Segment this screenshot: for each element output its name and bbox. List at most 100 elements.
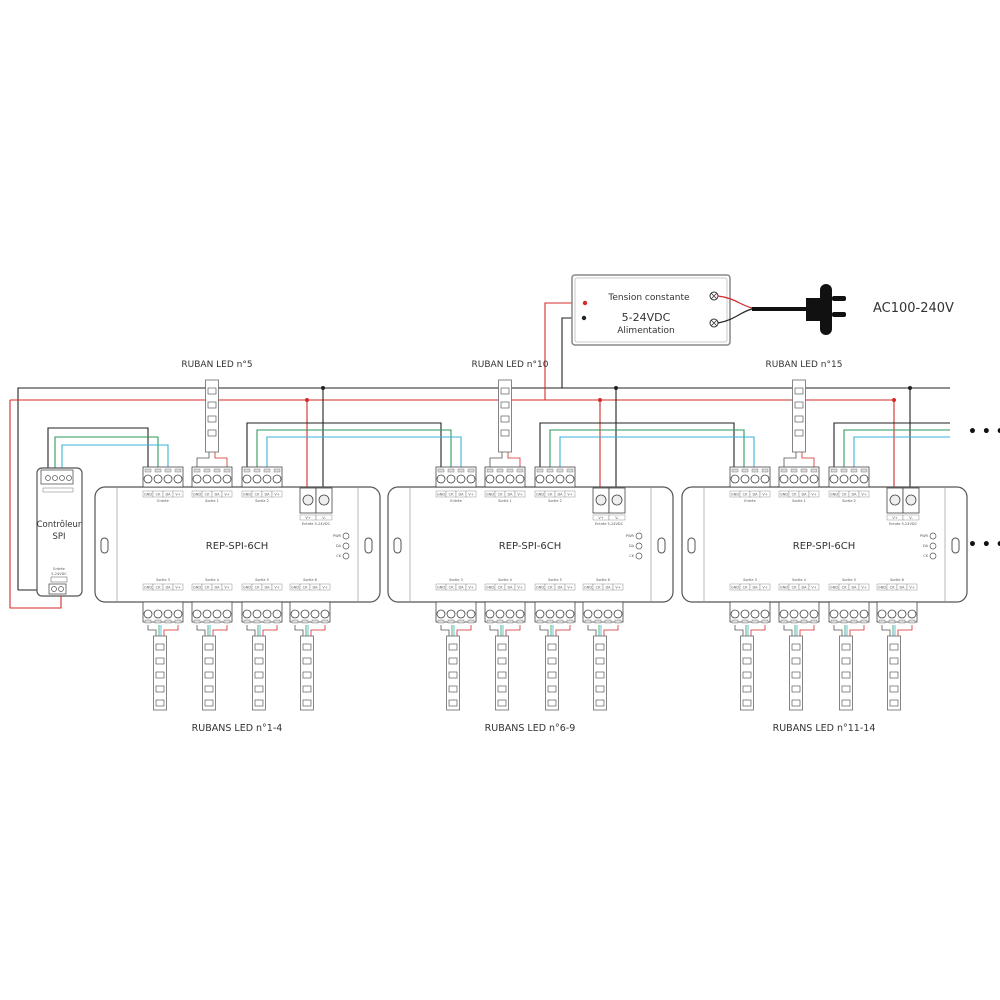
junction-dot: [614, 386, 618, 390]
pin-label: GND: [584, 586, 592, 590]
terminal-name: Entrée: [450, 499, 461, 503]
terminal-clamp: [273, 468, 281, 473]
led-chip-icon: [841, 671, 851, 679]
chain-ck-wire: [256, 429, 452, 470]
strip-wire: [246, 625, 256, 636]
terminal-screw-icon: [272, 474, 282, 484]
indicator-led-icon: [635, 542, 643, 550]
pin-label: DA: [851, 493, 857, 497]
pin-label: DA: [458, 493, 464, 497]
controller-input-label: Entrée: [53, 567, 64, 571]
terminal-screw-icon: [163, 609, 173, 619]
pin-label: CK: [449, 586, 454, 590]
terminal-name: Sortie 1: [498, 499, 512, 503]
pin-label: CK: [255, 586, 260, 590]
led-chip-icon: [302, 699, 312, 707]
led-chip-icon: [302, 643, 312, 651]
bottom-led-strip: [593, 635, 607, 711]
strip-wire: [147, 625, 157, 636]
led-chip-icon: [794, 415, 804, 423]
indicator-led-icon: [635, 552, 643, 560]
indicator-label: DA: [629, 544, 635, 548]
terminal-screw-icon: [740, 609, 750, 619]
strip-wire: [734, 625, 744, 636]
terminal-name: Sortie 4: [792, 578, 806, 582]
led-chip-icon: [204, 657, 214, 665]
pin-label: DA: [214, 493, 220, 497]
pin-label: V+: [175, 493, 180, 497]
terminal-clamp: [164, 619, 172, 624]
terminal-screw-icon: [839, 609, 849, 619]
power-supply-line2: 5-24VDC: [622, 311, 671, 324]
terminal-screw-icon: [535, 474, 545, 484]
led-chip-icon: [742, 699, 752, 707]
pin-label: CK: [449, 493, 454, 497]
bottom-led-strip: [300, 635, 314, 711]
strip-wire: [801, 452, 815, 467]
pin-label: CK: [548, 493, 553, 497]
terminal-screw-icon: [887, 609, 897, 619]
led-chip-icon: [254, 643, 264, 651]
led-chip-icon: [500, 415, 510, 423]
led-chip-icon: [448, 685, 458, 693]
terminal-screw-icon: [212, 609, 222, 619]
pin-label: GND: [780, 586, 788, 590]
indicator-label: CK: [629, 554, 634, 558]
led-chip-icon: [500, 401, 510, 409]
indicator-label: PWR: [333, 534, 342, 538]
led-chip-icon: [794, 401, 804, 409]
power-supply-line3: Alimentation: [617, 326, 674, 336]
led-chip-icon: [889, 671, 899, 679]
terminal-screw-icon: [153, 474, 163, 484]
terminal-clamp: [144, 468, 152, 473]
pin-label: V+: [274, 493, 279, 497]
pin-label: DA: [801, 493, 807, 497]
mount-slot: [364, 537, 373, 554]
led-chip-icon: [547, 671, 557, 679]
pin-label: GND: [243, 493, 251, 497]
terminal-clamp: [536, 619, 544, 624]
terminal-screw-icon: [456, 474, 466, 484]
terminal-screw-icon: [222, 609, 232, 619]
terminal-clamp: [790, 468, 798, 473]
terminal-clamp: [830, 468, 838, 473]
mount-slot: [657, 537, 666, 554]
pin-label: V+: [567, 493, 572, 497]
terminal-screw-icon: [192, 474, 202, 484]
terminal-name: Sortie 2: [548, 499, 562, 503]
pin-label-box: [564, 583, 576, 591]
terminal-clamp: [263, 468, 271, 473]
led-chip-icon: [207, 401, 217, 409]
terminal-screw-icon: [222, 474, 232, 484]
terminal-screw-icon: [750, 474, 760, 484]
pin-label-box: [858, 490, 870, 498]
indicator-label: DA: [336, 544, 342, 548]
led-chip-icon: [155, 685, 165, 693]
led-chip-icon: [497, 657, 507, 665]
terminal-screw-icon: [809, 609, 819, 619]
strip-wire: [849, 625, 865, 636]
terminal-clamp: [741, 468, 749, 473]
strip-wire: [163, 625, 179, 636]
led-chip-icon: [791, 671, 801, 679]
pin-label: GND: [243, 586, 251, 590]
top-strip-label: RUBAN LED n°10: [472, 360, 549, 370]
strip-wire: [212, 625, 228, 636]
pin-label: CK: [890, 586, 895, 590]
terminal-clamp: [604, 619, 612, 624]
pin-label: CK: [596, 586, 601, 590]
terminal-screw-icon: [290, 609, 300, 619]
strip-wire: [507, 452, 521, 467]
indicator-label: DA: [923, 544, 929, 548]
terminal-screw-icon: [202, 609, 212, 619]
junction-dot: [305, 398, 309, 402]
terminal-screw-icon: [252, 609, 262, 619]
terminal-housing: [778, 601, 820, 623]
power-pin-label: V+: [892, 516, 897, 520]
pin-label: DA: [458, 586, 464, 590]
